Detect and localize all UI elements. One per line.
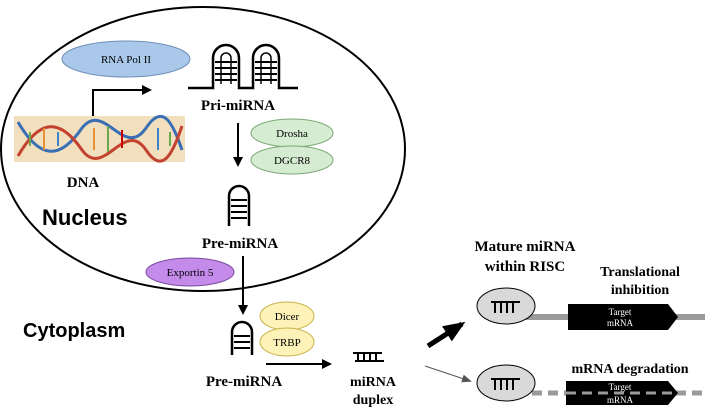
mirna-duplex-label-line1: miRNA [350, 375, 397, 390]
target-mrna-lower-line1: Target [609, 382, 632, 392]
pri-mirna-hairpins [188, 43, 298, 90]
rna-pol-ii-enzyme [61, 40, 191, 78]
mrna-degradation-label: mRNA degradation [571, 362, 688, 377]
exportin5-protein [145, 257, 235, 287]
pre-mirna-hairpin-cytoplasm [230, 320, 254, 355]
dna-background [14, 116, 185, 162]
risc-degradation-complex: Target mRNA [476, 364, 708, 405]
drosha-label: Drosha [276, 128, 308, 140]
dna-label: DNA [67, 175, 100, 191]
mirna-duplex-label-line2: duplex [353, 393, 393, 408]
nucleus-membrane [0, 6, 406, 292]
mature-mirna-label-line1: Mature miRNA [475, 239, 576, 255]
pre-mirna-hairpin-nucleus [227, 184, 251, 226]
dgcr8-enzyme [250, 145, 334, 175]
mrna-degradation-arrow [424, 365, 472, 383]
translational-inhibition-label-line1: Translational [600, 265, 680, 280]
dicer-label: Dicer [275, 311, 300, 323]
pre-mirna-cytoplasm-label: Pre-miRNA [206, 374, 283, 390]
mirna-duplex-glyph [353, 352, 384, 362]
target-mrna-upper-line1: Target [609, 307, 632, 317]
pri-mirna-label: Pri-miRNA [201, 98, 275, 114]
dgcr8-label: DGCR8 [274, 155, 311, 167]
transcription-arrow [92, 85, 152, 116]
mature-mirna-label-line2: within RISC [485, 259, 565, 275]
nucleus-label: Nucleus [42, 205, 128, 230]
cytoplasm-label: Cytoplasm [23, 320, 125, 342]
rna-pol-ii-label: RNA Pol II [101, 54, 151, 66]
exportin5-label: Exportin 5 [167, 267, 214, 279]
target-mrna-box-upper [568, 304, 678, 330]
translational-inhibition-arrow [426, 321, 466, 349]
dna-helix-image [14, 114, 185, 163]
risc-translational-complex: Target mRNA [476, 287, 705, 330]
trbp-protein [259, 327, 315, 357]
translational-inhibition-label-line2: inhibition [611, 283, 670, 298]
pre-mirna-nucleus-label: Pre-miRNA [202, 236, 279, 252]
target-mrna-upper-line2: mRNA [607, 318, 634, 328]
trbp-label: TRBP [273, 337, 301, 349]
target-mrna-lower-line2: mRNA [607, 395, 634, 405]
